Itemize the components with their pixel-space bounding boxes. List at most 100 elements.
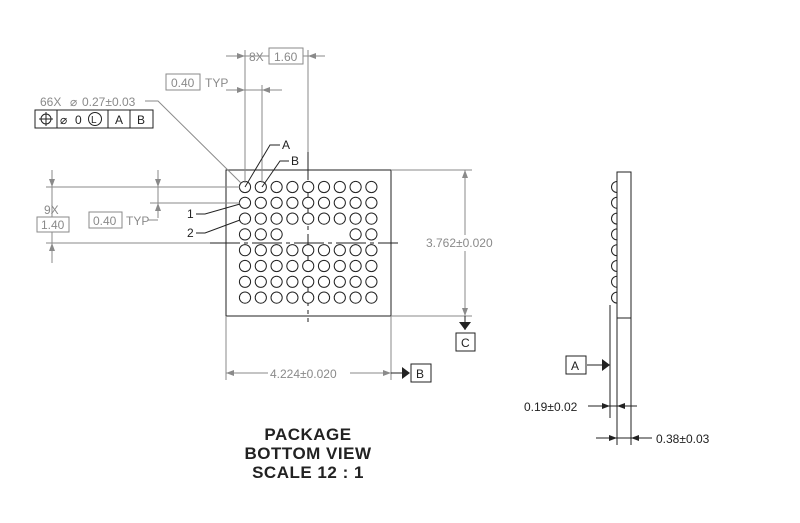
solder-ball: [302, 244, 315, 257]
solder-ball: [254, 212, 267, 225]
fcf-tolerance: 0: [75, 113, 82, 127]
solder-ball: [365, 275, 378, 288]
datum-c-label: C: [461, 336, 470, 350]
solder-ball: [365, 228, 378, 241]
solder-ball: [270, 196, 283, 209]
solder-ball: [365, 212, 378, 225]
solder-ball: [238, 212, 252, 225]
ball-dia-symbol: ⌀: [70, 95, 77, 109]
solder-ball: [333, 196, 346, 209]
solder-ball: [317, 291, 331, 304]
typ-top-word: TYP: [205, 76, 228, 90]
pitch-arrow-right: [308, 53, 316, 59]
solder-ball: [286, 212, 299, 225]
solder-ball: [317, 196, 331, 209]
ball-count-label: 66X: [40, 95, 61, 109]
solder-ball: [349, 291, 362, 304]
solder-ball: [238, 275, 252, 288]
solder-ball: [349, 180, 362, 194]
typ-arrow-left: [237, 87, 245, 93]
solder-ball: [349, 259, 362, 273]
solder-ball: [238, 259, 252, 273]
typ-top-value: 0.40: [171, 76, 195, 90]
ball-dia-leader: [145, 100, 242, 184]
solder-ball: [333, 212, 346, 225]
lmc-modifier-icon: [88, 112, 102, 126]
height-arrow-bottom: [462, 308, 468, 316]
ball-dia-value: 0.27±0.03: [82, 95, 136, 109]
solder-ball: [286, 291, 299, 304]
title-line-1: PACKAGE: [264, 425, 351, 444]
pitch-count-label: 8X: [249, 50, 264, 64]
solder-ball: [238, 196, 252, 209]
pin-a-leader: [244, 144, 280, 188]
typ-left-word: TYP: [126, 214, 149, 228]
solder-ball: [270, 228, 283, 241]
solder-ball: [270, 275, 283, 288]
side-ball-column: [611, 173, 631, 317]
solder-ball: [333, 180, 346, 194]
pitch-value: 1.60: [274, 50, 298, 64]
solder-ball: [349, 244, 362, 257]
datum-a-box: [565, 355, 587, 375]
typ-left-box: [88, 211, 123, 229]
typ-top-box: [165, 73, 201, 91]
solder-ball: [349, 228, 362, 241]
width-arrow-right: [383, 370, 391, 376]
datum-a-triangle: [602, 359, 610, 371]
datum-c-box: [455, 332, 476, 352]
fcf-modifier: L: [91, 115, 97, 126]
row-1-leader: [196, 203, 241, 215]
solder-ball: [365, 196, 378, 209]
datum-a-label: A: [571, 359, 579, 373]
pitch-arrow-left: [237, 53, 245, 59]
typ-left-arrow-bottom: [155, 203, 161, 211]
fcf-dia-symbol: ⌀: [60, 113, 67, 127]
height-dim: 3.762±0.020: [426, 236, 493, 250]
title-line-2: BOTTOM VIEW: [244, 444, 371, 463]
solder-ball: [238, 291, 252, 304]
height-arrow-top: [462, 170, 468, 178]
solder-ball: [365, 259, 378, 273]
solder-ball: [349, 275, 362, 288]
solder-ball: [302, 291, 315, 304]
solder-ball: [270, 244, 283, 257]
solder-ball: [270, 180, 283, 194]
ball-grid: [238, 180, 378, 304]
side-thk-1: 0.19±0.02: [524, 400, 578, 414]
solder-ball: [254, 244, 267, 257]
row-pitch-value: 1.40: [41, 218, 65, 232]
datum-b-triangle: [402, 367, 410, 379]
fcf-datum-1: A: [115, 113, 123, 127]
fcf-datum-2: B: [137, 113, 145, 127]
solder-ball: [333, 244, 346, 257]
solder-ball: [270, 212, 283, 225]
solder-ball: [317, 259, 331, 273]
width-dim: 4.224±0.020: [270, 367, 337, 381]
width-arrow-left: [226, 370, 234, 376]
solder-ball: [286, 259, 299, 273]
solder-ball: [317, 244, 331, 257]
pin-a-label: A: [282, 138, 290, 152]
solder-ball: [317, 212, 331, 225]
side-body-fill: [617, 173, 631, 317]
solder-ball: [286, 244, 299, 257]
solder-ball: [238, 244, 252, 257]
pin-b-leader: [261, 160, 289, 188]
side-thk-2: 0.38±0.03: [656, 432, 710, 446]
solder-ball: [349, 196, 362, 209]
datum-b-label: B: [416, 367, 424, 381]
typ-left-arrow-top: [155, 179, 161, 187]
feature-control-frame: ⌀ 0 L A B: [34, 109, 154, 129]
solder-ball: [238, 228, 252, 241]
solder-ball: [270, 291, 283, 304]
solder-ball: [333, 259, 346, 273]
left-arrow-bottom: [49, 243, 55, 251]
row-1-label: 1: [187, 207, 194, 221]
thk1-arrow-left: [602, 403, 610, 409]
solder-ball: [365, 244, 378, 257]
solder-ball: [365, 180, 378, 194]
solder-ball: [302, 275, 315, 288]
solder-ball: [317, 275, 331, 288]
